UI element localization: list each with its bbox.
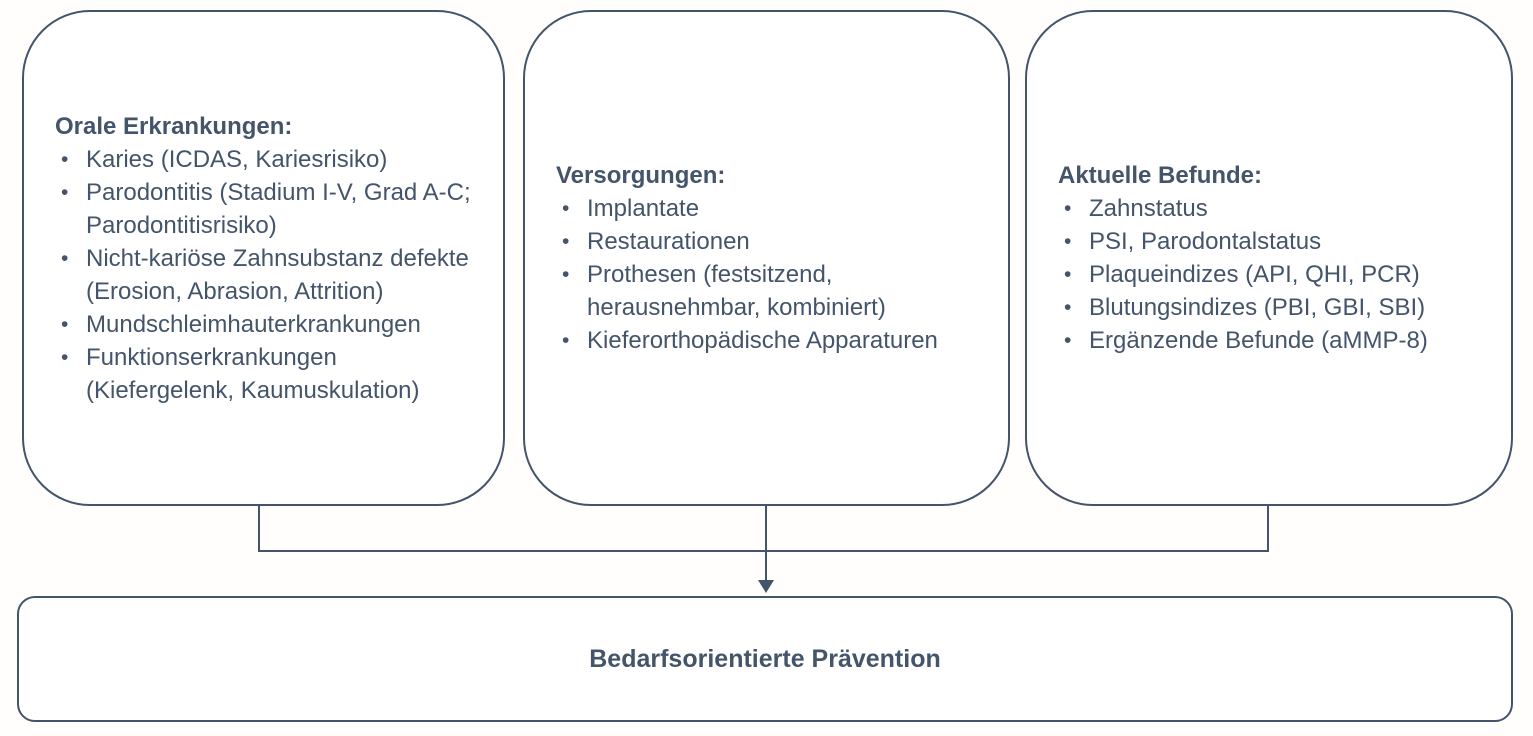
list-item-label: Nicht-kariöse Zahnsubstanz defekte (Eros… [86,244,469,305]
bullet-icon: • [1064,197,1072,220]
bullet-list: • Zahnstatus • PSI, Parodontalstatus • Plaque… [1058,192,1497,357]
list-item-label: Prothesen (festsitzend, herausnehmbar, k… [587,261,886,321]
list-item: • Kieferorthopädische Apparaturen [556,324,994,357]
result-box-praevention: Bedarfsorientierte Prävention [17,596,1513,722]
connector-left-drop-line [258,506,260,552]
box-orale-erkrankungen: Orale Erkrankungen: • Karies (ICDAS, Kari… [22,10,505,506]
box-title: Orale Erkrankungen: [55,112,293,140]
result-label: Bedarfsorientierte Prävention [589,644,941,673]
list-item: • Nicht-kariöse Zahnsubstanz defekte (Ero… [55,242,489,308]
list-item: • PSI, Parodontalstatus [1058,225,1497,258]
bullet-icon: • [1064,230,1072,253]
bullet-icon: • [61,180,69,204]
bullet-list: • Karies (ICDAS, Kariesrisiko) • Parodontit… [55,143,489,407]
bullet-icon: • [1064,296,1072,319]
box-title: Aktuelle Befunde: [1058,162,1263,189]
list-item-label: Kieferorthopädische Apparaturen [587,327,938,354]
list-item: • Blutungsindizes (PBI, GBI, SBI) [1058,291,1497,324]
bullet-icon: • [61,246,69,270]
bullet-icon: • [562,329,570,352]
bullet-icon: • [562,197,570,220]
list-item-label: Implantate [587,195,700,222]
bullet-icon: • [1064,263,1072,286]
list-item: • Zahnstatus [1058,192,1497,225]
bullet-icon: • [562,263,570,286]
list-item: • Plaqueindizes (API, QHI, PCR) [1058,258,1497,291]
list-item-label: Blutungsindizes (PBI, GBI, SBI) [1089,294,1426,321]
box-aktuelle-befunde: Aktuelle Befunde: • Zahnstatus • PSI, Parod… [1025,10,1513,506]
bullet-icon: • [1064,329,1072,352]
connector-right-drop-line [1267,506,1269,552]
arrow-down-icon [758,580,774,593]
list-item: • Karies (ICDAS, Kariesrisiko) [55,143,489,176]
box-versorgungen: Versorgungen: • Implantate • Restaurationen… [523,10,1010,506]
list-item-label: Plaqueindizes (API, QHI, PCR) [1089,261,1420,288]
list-item-label: Parodontitis (Stadium I-V, Grad A-C; Par… [86,178,471,239]
list-item-label: PSI, Parodontalstatus [1089,228,1322,255]
list-item-label: Karies (ICDAS, Kariesrisiko) [86,145,388,173]
box-title: Versorgungen: [556,162,726,189]
list-item-label: Ergänzende Befunde (aMMP-8) [1089,327,1428,354]
bullet-icon: • [61,312,69,336]
list-item: • Mundschleimhauterkrankungen [55,308,489,341]
bullet-list: • Implantate • Restaurationen • Prothesen (fe… [556,192,994,357]
connector-horizontal-line [258,550,1269,552]
list-item-label: Zahnstatus [1089,195,1208,222]
list-item: • Ergänzende Befunde (aMMP-8) [1058,324,1497,357]
list-item-label: Mundschleimhauterkrankungen [86,310,421,338]
bullet-icon: • [61,345,69,369]
bullet-icon: • [61,147,69,171]
list-item: • Parodontitis (Stadium I-V, Grad A-C; Pa… [55,176,489,242]
connector-middle-drop-line [765,504,767,582]
list-item: • Implantate [556,192,994,225]
bullet-icon: • [562,230,570,253]
list-item-label: Restaurationen [587,228,750,255]
list-item: • Funktionserkrankungen (Kiefergelenk, Ka… [55,341,489,407]
list-item: • Prothesen (festsitzend, herausnehmbar, … [556,258,994,324]
list-item-label: Funktionserkrankungen (Kiefergelenk, Kau… [86,343,420,404]
list-item: • Restaurationen [556,225,994,258]
